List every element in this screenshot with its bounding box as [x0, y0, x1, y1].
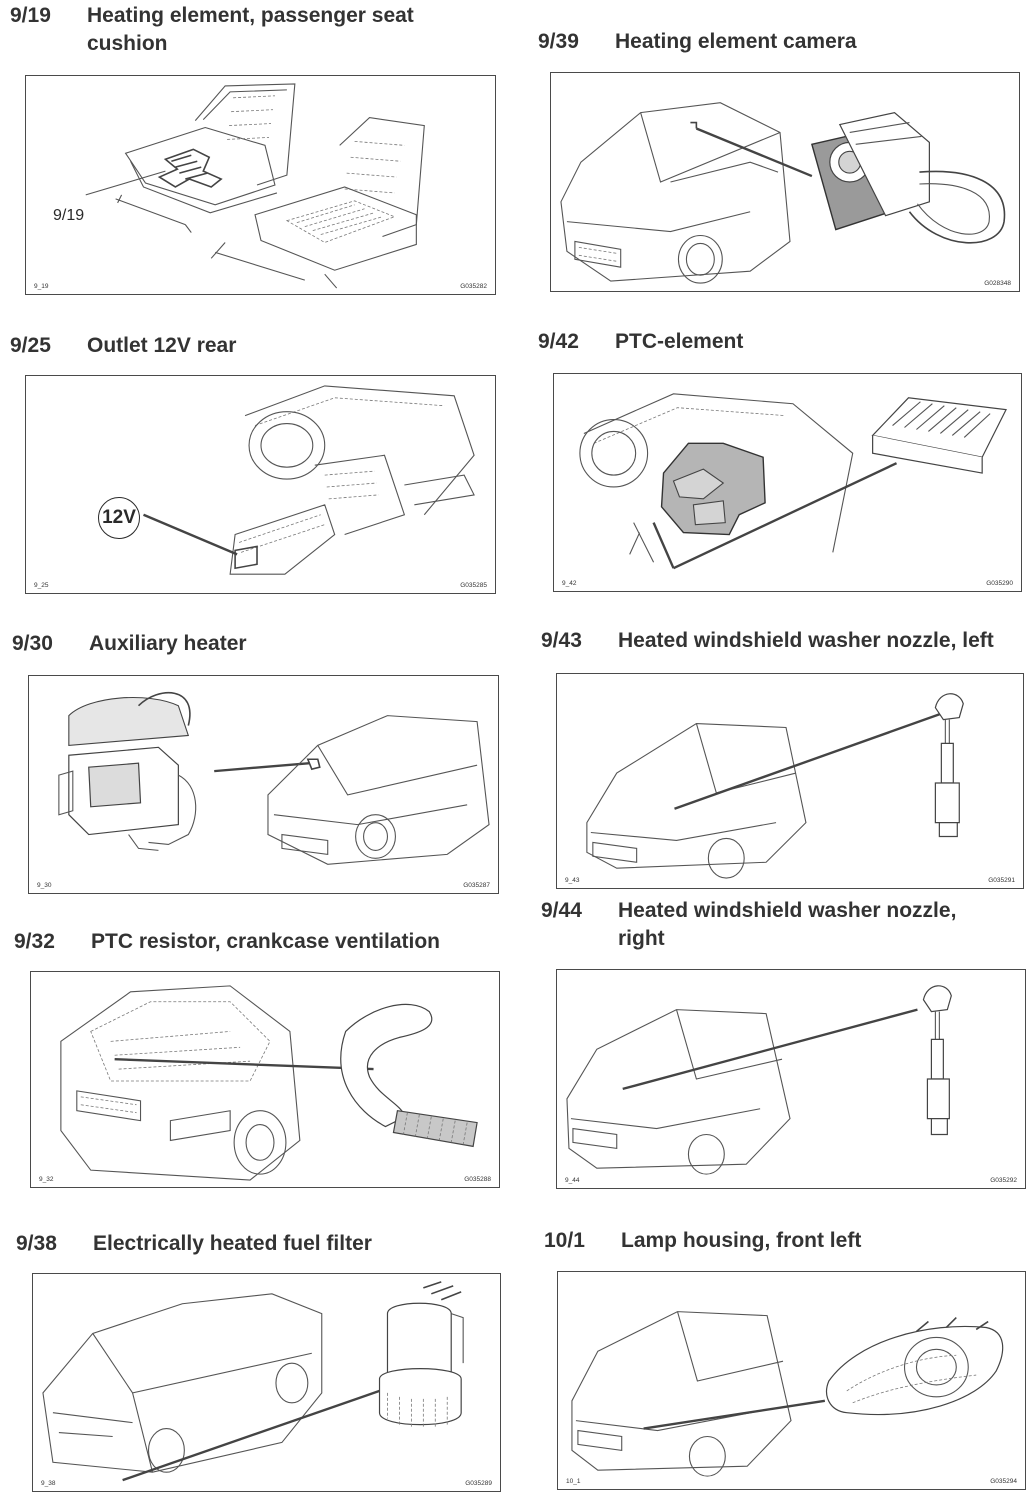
section-title: Lamp housing, front left [621, 1229, 862, 1252]
heading-9-43: 9/43 Heated windshield washer nozzle, le… [541, 627, 1031, 659]
heading-9-19: 9/19 Heating element, passenger seat cus… [10, 2, 490, 60]
section-title: Heated windshield washer nozzle, left [618, 629, 994, 652]
figure-tag: 9_30 [37, 882, 52, 889]
diagram-panel-9-44: 9_44 G035292 [556, 969, 1026, 1189]
heading-10-1: 10/1 Lamp housing, front left [544, 1227, 1030, 1259]
figure-ref: G035282 [460, 283, 487, 290]
figure-tag: 9_32 [39, 1176, 54, 1183]
section-code: 9/42 [538, 330, 579, 353]
diagram-panel-9-19: 9/19 9_19 G035282 [25, 75, 496, 295]
heading-9-38: 9/38 Electrically heated fuel filter [16, 1230, 496, 1262]
section-title: Auxiliary heater [89, 632, 247, 655]
section-code: 10/1 [544, 1229, 585, 1252]
section-code: 9/38 [16, 1232, 57, 1255]
seat-heating-illustration [85, 83, 425, 289]
figure-tag: 9_44 [565, 1177, 580, 1184]
section-title: Electrically heated fuel filter [93, 1232, 372, 1255]
figure-ref: G028348 [984, 280, 1011, 287]
crankcase-ptc-illustration [60, 985, 478, 1181]
ptc-element-illustration [579, 393, 1007, 570]
camera-heating-illustration [560, 102, 1006, 284]
figure-ref: G035290 [986, 580, 1013, 587]
section-code: 9/25 [10, 334, 51, 357]
diagram-panel-10-1: 10_1 G035294 [557, 1271, 1026, 1490]
heading-9-42: 9/42 PTC-element [538, 328, 1028, 360]
section-code: 9/44 [541, 899, 582, 922]
diagram-panel-9-43: 9_43 G035291 [556, 673, 1024, 889]
section-title: Heated windshield washer nozzle, right [618, 899, 957, 950]
figure-ref: G035291 [988, 877, 1015, 884]
lamp-housing-illustration [571, 1311, 1004, 1477]
washer-nozzle-left-illustration [586, 693, 964, 879]
figure-ref: G035289 [465, 1480, 492, 1487]
diagram-panel-9-25: 12V 9_25 G035285 [25, 375, 496, 594]
section-code: 9/30 [12, 632, 53, 655]
washer-nozzle-right-illustration [566, 985, 952, 1175]
section-title: PTC resistor, crankcase ventilation [91, 930, 440, 953]
heading-9-25: 9/25 Outlet 12V rear [10, 332, 490, 364]
figure-ref: G035294 [990, 1478, 1017, 1485]
figure-ref: G035287 [463, 882, 490, 889]
diagram-panel-9-30: 9_30 G035287 [28, 675, 499, 894]
section-title: PTC-element [615, 330, 744, 353]
figure-tag: 10_1 [566, 1478, 581, 1485]
section-title: Heating element, passenger seat cushion [87, 4, 414, 55]
figure-tag: 9_38 [41, 1480, 56, 1487]
figure-ref: G035292 [990, 1177, 1017, 1184]
heading-9-32: 9/32 PTC resistor, crankcase ventilation [14, 928, 514, 960]
heading-9-39: 9/39 Heating element camera [538, 28, 1028, 60]
figure-tag: 9_43 [565, 877, 580, 884]
rear-outlet-illustration [143, 385, 475, 575]
heading-9-44: 9/44 Heated windshield washer nozzle, ri… [541, 897, 1031, 955]
figure-tag: 9_42 [562, 580, 577, 587]
section-code: 9/43 [541, 629, 582, 652]
section-code: 9/39 [538, 30, 579, 53]
section-title: Heating element camera [615, 30, 857, 53]
figure-tag: 9_25 [34, 582, 49, 589]
callout-label: 9/19 [53, 207, 85, 224]
figure-ref: G035285 [460, 582, 487, 589]
diagram-panel-9-38: 9_38 G035289 [32, 1273, 501, 1492]
callout-label: 12V [98, 497, 140, 539]
fuel-filter-illustration [42, 1281, 464, 1482]
section-title: Outlet 12V rear [87, 334, 237, 357]
figure-tag: 9_19 [34, 283, 49, 290]
heading-9-30: 9/30 Auxiliary heater [12, 630, 492, 662]
diagram-panel-9-42: 9_42 G035290 [553, 373, 1022, 592]
figure-ref: G035288 [464, 1176, 491, 1183]
section-code: 9/19 [10, 4, 51, 27]
diagram-panel-9-39: G028348 [550, 72, 1020, 292]
auxiliary-heater-illustration [58, 692, 490, 865]
section-code: 9/32 [14, 930, 55, 953]
diagram-panel-9-32: 9_32 G035288 [30, 971, 500, 1188]
